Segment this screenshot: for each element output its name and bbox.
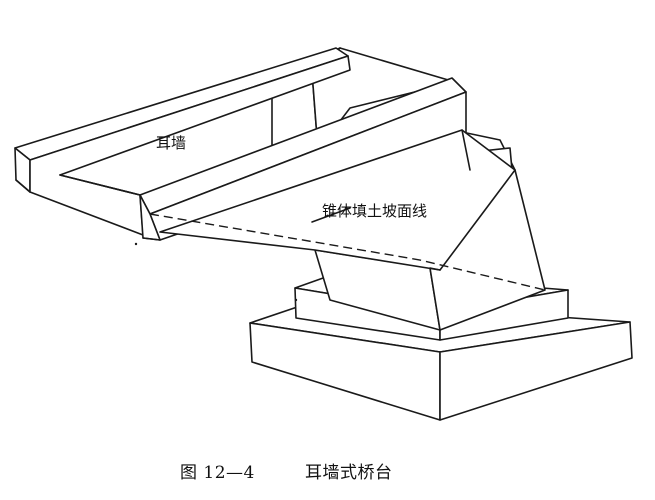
slope-line-label: 锥体填土坡面线 [322,202,427,220]
cone-fill-slope-line [149,213,546,291]
figure-title: 耳墙式桥台 [305,463,393,483]
figure-number: 图 12—4 [180,463,255,483]
slope-surface [159,129,516,271]
slope-label-leader [311,207,351,223]
ear-wall-label: 耳墙 [156,134,186,152]
edge-marks [134,242,298,302]
ear-wall-left [14,47,351,236]
